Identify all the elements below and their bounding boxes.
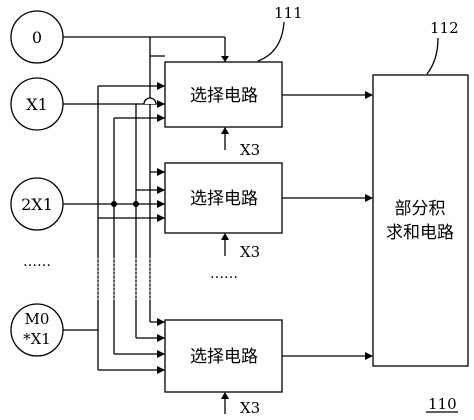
input-label-m0-line2: *X1	[23, 330, 51, 348]
sum-label-line2: 求和电路	[386, 223, 454, 243]
input-label-zero: 0	[32, 28, 42, 47]
sum-label-line1: 部分积	[395, 199, 446, 219]
input-ellipsis: ……	[23, 254, 51, 270]
wire-m0x1-bus	[63, 85, 165, 371]
input-label-m0-line1: M0	[25, 310, 50, 328]
ref-overall: 110	[428, 395, 457, 413]
ref-sum: 112	[430, 19, 459, 37]
sum-block-box	[372, 74, 469, 367]
ref-selector: 111	[274, 4, 303, 22]
selector-ellipsis: ……	[210, 266, 238, 282]
leader-111	[257, 21, 285, 62]
control-label-2: X3	[240, 243, 260, 261]
selector-label-1: 选择电路	[190, 86, 258, 106]
wire-zero-bus	[63, 36, 225, 323]
input-label-2x1: 2X1	[21, 195, 53, 214]
wire-x1-bus	[63, 103, 165, 339]
leader-112	[426, 37, 439, 75]
input-label-x1: X1	[26, 95, 48, 114]
control-label-1: X3	[240, 141, 260, 159]
control-label-3: X3	[240, 399, 260, 417]
selector-label-3: 选择电路	[190, 347, 258, 367]
selector-label-2: 选择电路	[190, 189, 258, 209]
